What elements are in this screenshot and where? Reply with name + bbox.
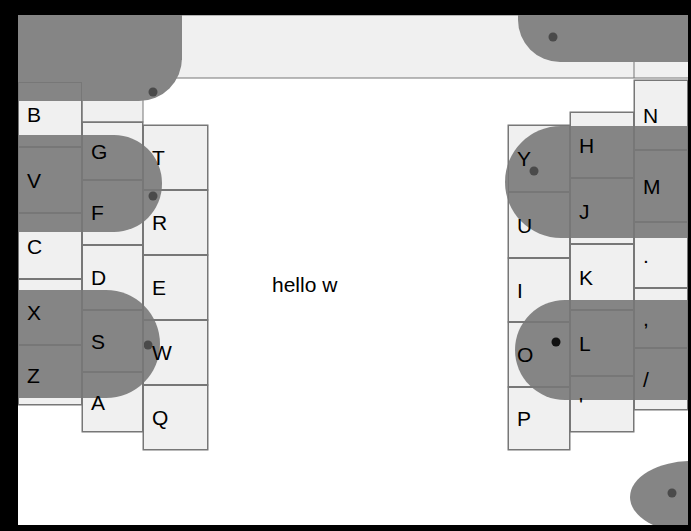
- key-box: V: [18, 147, 82, 213]
- key-letter: D: [91, 267, 106, 288]
- key-letter: P: [517, 408, 531, 429]
- key-box: O: [508, 322, 570, 387]
- key-letter: M: [643, 176, 661, 197]
- key-box: Y: [508, 125, 570, 192]
- key-box: X: [18, 279, 82, 345]
- thumb-shadow: [518, 15, 688, 62]
- key-box: Z: [18, 345, 82, 405]
- key-box: R: [143, 190, 208, 255]
- touch-dot: [552, 338, 561, 347]
- key-box: ': [570, 376, 634, 432]
- key-box: C: [18, 213, 82, 279]
- key-box: A: [82, 372, 143, 432]
- key-letter: ,: [643, 308, 649, 329]
- key-letter: R: [152, 212, 167, 233]
- touch-dot: [149, 88, 158, 97]
- key-letter: S: [91, 331, 105, 352]
- finger-shadow: [18, 135, 162, 232]
- finger-shadow: [18, 290, 160, 398]
- key-letter: K: [579, 267, 593, 288]
- key-letter: O: [517, 344, 533, 365]
- key-box: E: [143, 255, 208, 320]
- key-letter: A: [91, 392, 105, 413]
- key-letter: W: [152, 342, 172, 363]
- finger-shadow: [515, 300, 688, 400]
- key-box: U: [508, 192, 570, 258]
- key-box: D: [82, 245, 143, 310]
- key-box: K: [570, 244, 634, 310]
- key-letter: F: [91, 202, 104, 223]
- key-letter: B: [27, 104, 41, 125]
- touch-dot: [149, 192, 158, 201]
- hand-shadows: [18, 15, 688, 525]
- touch-dots: [144, 33, 677, 498]
- touch-dot: [668, 489, 677, 498]
- key-box: /: [634, 348, 688, 410]
- key-letter: I: [517, 280, 523, 301]
- touch-dot: [549, 33, 558, 42]
- key-box: N: [634, 80, 688, 150]
- key-box: T: [143, 125, 208, 190]
- touch-dot: [144, 341, 153, 350]
- key-box: F: [82, 180, 143, 245]
- key-box: G: [82, 122, 143, 180]
- key-letter: Q: [152, 407, 168, 428]
- key-letter: Z: [27, 365, 40, 386]
- key-letter: C: [27, 236, 42, 257]
- key-letter: ': [579, 394, 583, 415]
- key-letter: V: [27, 170, 41, 191]
- key-box: ,: [634, 288, 688, 348]
- typed-text: hello w: [272, 274, 337, 295]
- key-box: L: [570, 310, 634, 376]
- key-letter: /: [643, 369, 649, 390]
- key-letter: H: [579, 135, 594, 156]
- key-box: W: [143, 320, 208, 385]
- palm-shadow: [630, 461, 688, 525]
- key-box: S: [82, 310, 143, 372]
- key-box: .: [634, 222, 688, 288]
- key-box: P: [508, 387, 570, 450]
- key-letter: E: [152, 277, 166, 298]
- key-letter: G: [91, 141, 107, 162]
- key-box: I: [508, 258, 570, 322]
- thumb-shadow: [18, 15, 182, 60]
- key-letter: Y: [517, 148, 531, 169]
- key-letter: N: [643, 105, 658, 126]
- key-box: H: [570, 112, 634, 178]
- key-letter: T: [152, 147, 165, 168]
- key-box: M: [634, 150, 688, 222]
- key-letter: .: [643, 245, 649, 266]
- key-box: J: [570, 178, 634, 244]
- key-box: Q: [143, 385, 208, 450]
- key-letter: X: [27, 302, 41, 323]
- key-letter: L: [579, 333, 591, 354]
- key-letter: J: [579, 201, 590, 222]
- key-letter: U: [517, 215, 532, 236]
- key-box: B: [18, 82, 82, 147]
